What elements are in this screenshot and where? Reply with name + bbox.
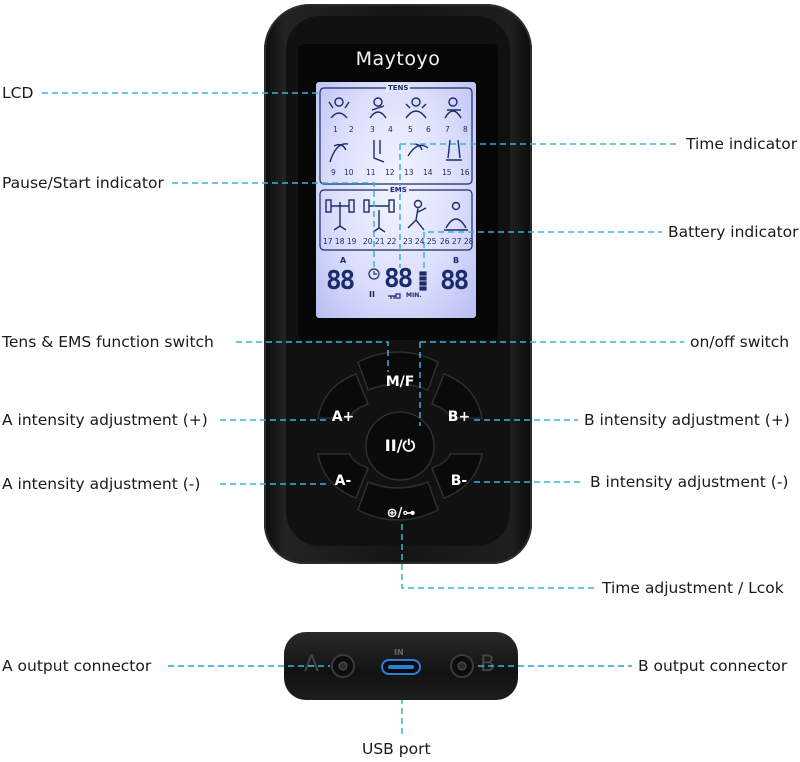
mf-button[interactable]: M/F [385, 374, 415, 390]
brand-logo: Maytoyo [355, 48, 441, 70]
label-a-output: A output connector [2, 657, 152, 675]
leader-battery [423, 231, 662, 268]
time-lock-button-shape [357, 481, 439, 521]
lcd-num: 12 [385, 168, 395, 177]
a-plus-button[interactable]: A+ [331, 409, 355, 425]
lcd-num: 14 [423, 168, 433, 177]
lcd-segment-time: 88 [384, 264, 413, 294]
body-icon [363, 199, 395, 233]
body-icon [446, 139, 462, 161]
lcd-num: 4 [388, 125, 393, 134]
power-button-shape [365, 411, 435, 481]
lcd-num: 13 [404, 168, 414, 177]
label-b-output: B output connector [638, 657, 788, 675]
power-button[interactable]: II/⏻ [384, 436, 416, 455]
body-icon [444, 201, 468, 231]
body-icon [407, 199, 427, 231]
body-icon [405, 97, 427, 119]
leader-lines [42, 92, 684, 738]
body-icon [444, 97, 462, 119]
lcd-num: 8 [463, 125, 468, 134]
lcd-num: 1 [333, 125, 338, 134]
mf-button-shape [357, 351, 439, 391]
label-time-indicator: Time indicator [686, 135, 798, 153]
lcd-min-label: MIN. [406, 292, 422, 299]
body-icon [325, 199, 355, 231]
time-lock-button[interactable]: ⊕/⊶ [386, 506, 416, 521]
label-pause-start: Pause/Start indicator [2, 174, 164, 192]
lcd-num: 2 [349, 125, 354, 134]
a-minus-button-shape [317, 453, 369, 499]
body-icon [369, 97, 387, 119]
lcd-display [316, 82, 476, 318]
label-time-lock: Time adjustment / Lcok [602, 579, 784, 597]
leader-pause [172, 182, 375, 268]
lcd-num: 10 [344, 168, 354, 177]
b-minus-button-shape [431, 453, 483, 499]
lcd-num: 26 27 28 [440, 237, 474, 246]
lcd-num: 17 18 19 [323, 237, 357, 246]
body-icon [407, 143, 429, 157]
label-lcd: LCD [2, 84, 34, 102]
lcd-num: 20 21 22 [363, 237, 397, 246]
lcd-num: 16 [460, 168, 470, 177]
lcd-segment-a: 88 [326, 266, 355, 296]
tens-body-icons-row2 [329, 139, 462, 163]
leader-mf [236, 341, 389, 372]
lcd-pause-symbol: II [369, 290, 375, 299]
lcd-num: 3 [370, 125, 375, 134]
label-onoff: on/off switch [690, 333, 790, 351]
b-plus-button[interactable]: B+ [447, 409, 471, 425]
lcd-num: 7 [445, 125, 450, 134]
lcd-num: 9 [331, 168, 336, 177]
lcd-num: 23 24 25 [403, 237, 437, 246]
ems-body-icons [325, 199, 468, 233]
body-icon [328, 97, 350, 119]
lcd-num: 15 [442, 168, 452, 177]
a-plus-button-shape [317, 373, 369, 419]
lcd-channel-b: B [453, 256, 460, 265]
lcd-tens-label: TENS [386, 84, 411, 92]
lcd-num: 6 [426, 125, 431, 134]
body-icon [373, 140, 385, 163]
connector-letter-b: B [480, 652, 496, 677]
b-plus-button-shape [431, 373, 483, 419]
label-b-plus: B intensity adjustment (+) [584, 411, 790, 429]
label-a-minus: A intensity adjustment (-) [2, 475, 201, 493]
clock-icon [368, 268, 380, 280]
label-b-minus: B intensity adjustment (-) [590, 473, 789, 491]
lcd-ems-label: EMS [388, 186, 409, 194]
body-icon [329, 143, 349, 163]
lcd-segment-b: 88 [440, 266, 469, 296]
connector-letter-a: A [304, 652, 320, 677]
label-tens-ems-switch: Tens & EMS function switch [2, 333, 214, 351]
leader-time-lock [401, 524, 596, 589]
lcd-channel-a: A [340, 256, 347, 265]
lcd-num: 5 [408, 125, 413, 134]
a-minus-button[interactable]: A- [334, 473, 352, 489]
label-battery: Battery indicator [668, 223, 799, 241]
connector-in-label: IN [394, 648, 404, 657]
button-cluster [317, 351, 483, 521]
battery-icon [419, 271, 427, 291]
label-usb: USB port [362, 740, 431, 758]
tens-body-icons-row1 [328, 97, 462, 119]
key-icon [388, 293, 401, 299]
label-a-plus: A intensity adjustment (+) [2, 411, 208, 429]
b-minus-button[interactable]: B- [450, 473, 468, 489]
lcd-num: 11 [366, 168, 376, 177]
